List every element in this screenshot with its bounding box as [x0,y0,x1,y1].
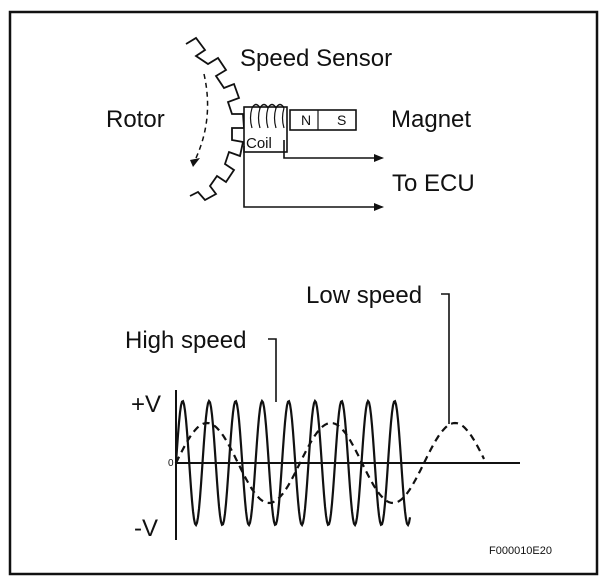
to-ecu-label: To ECU [392,170,475,197]
plus-v-label: +V [131,391,161,418]
ecu-wire-upper-arrow [374,154,384,162]
rotor-teeth [185,36,245,202]
figure-code: F000010E20 [489,545,552,557]
low-speed-leader [441,293,450,424]
speed-sensor-label: Speed Sensor [240,45,392,72]
south-pole-label: S [337,112,346,128]
rotation-arrowhead [190,158,200,167]
high-speed-waveform [174,398,412,528]
magnet-box [289,109,357,131]
high-speed-leader [268,338,277,402]
coil-label: Coil [246,135,272,152]
figure-frame [8,10,599,576]
high-speed-label: High speed [125,327,246,354]
rotor-label: Rotor [106,106,165,133]
ecu-wire-upper [283,140,374,159]
zero-label: 0 [168,458,174,469]
north-pole-label: N [301,112,311,128]
ecu-wire-lower-arrow [374,203,384,211]
minus-v-label: -V [134,515,158,542]
rotation-arrow [195,73,209,159]
ecu-wire-lower [243,146,374,208]
coil [243,103,288,153]
low-speed-waveform [175,421,485,505]
magnet-label: Magnet [391,106,471,133]
low-speed-label: Low speed [306,282,422,309]
